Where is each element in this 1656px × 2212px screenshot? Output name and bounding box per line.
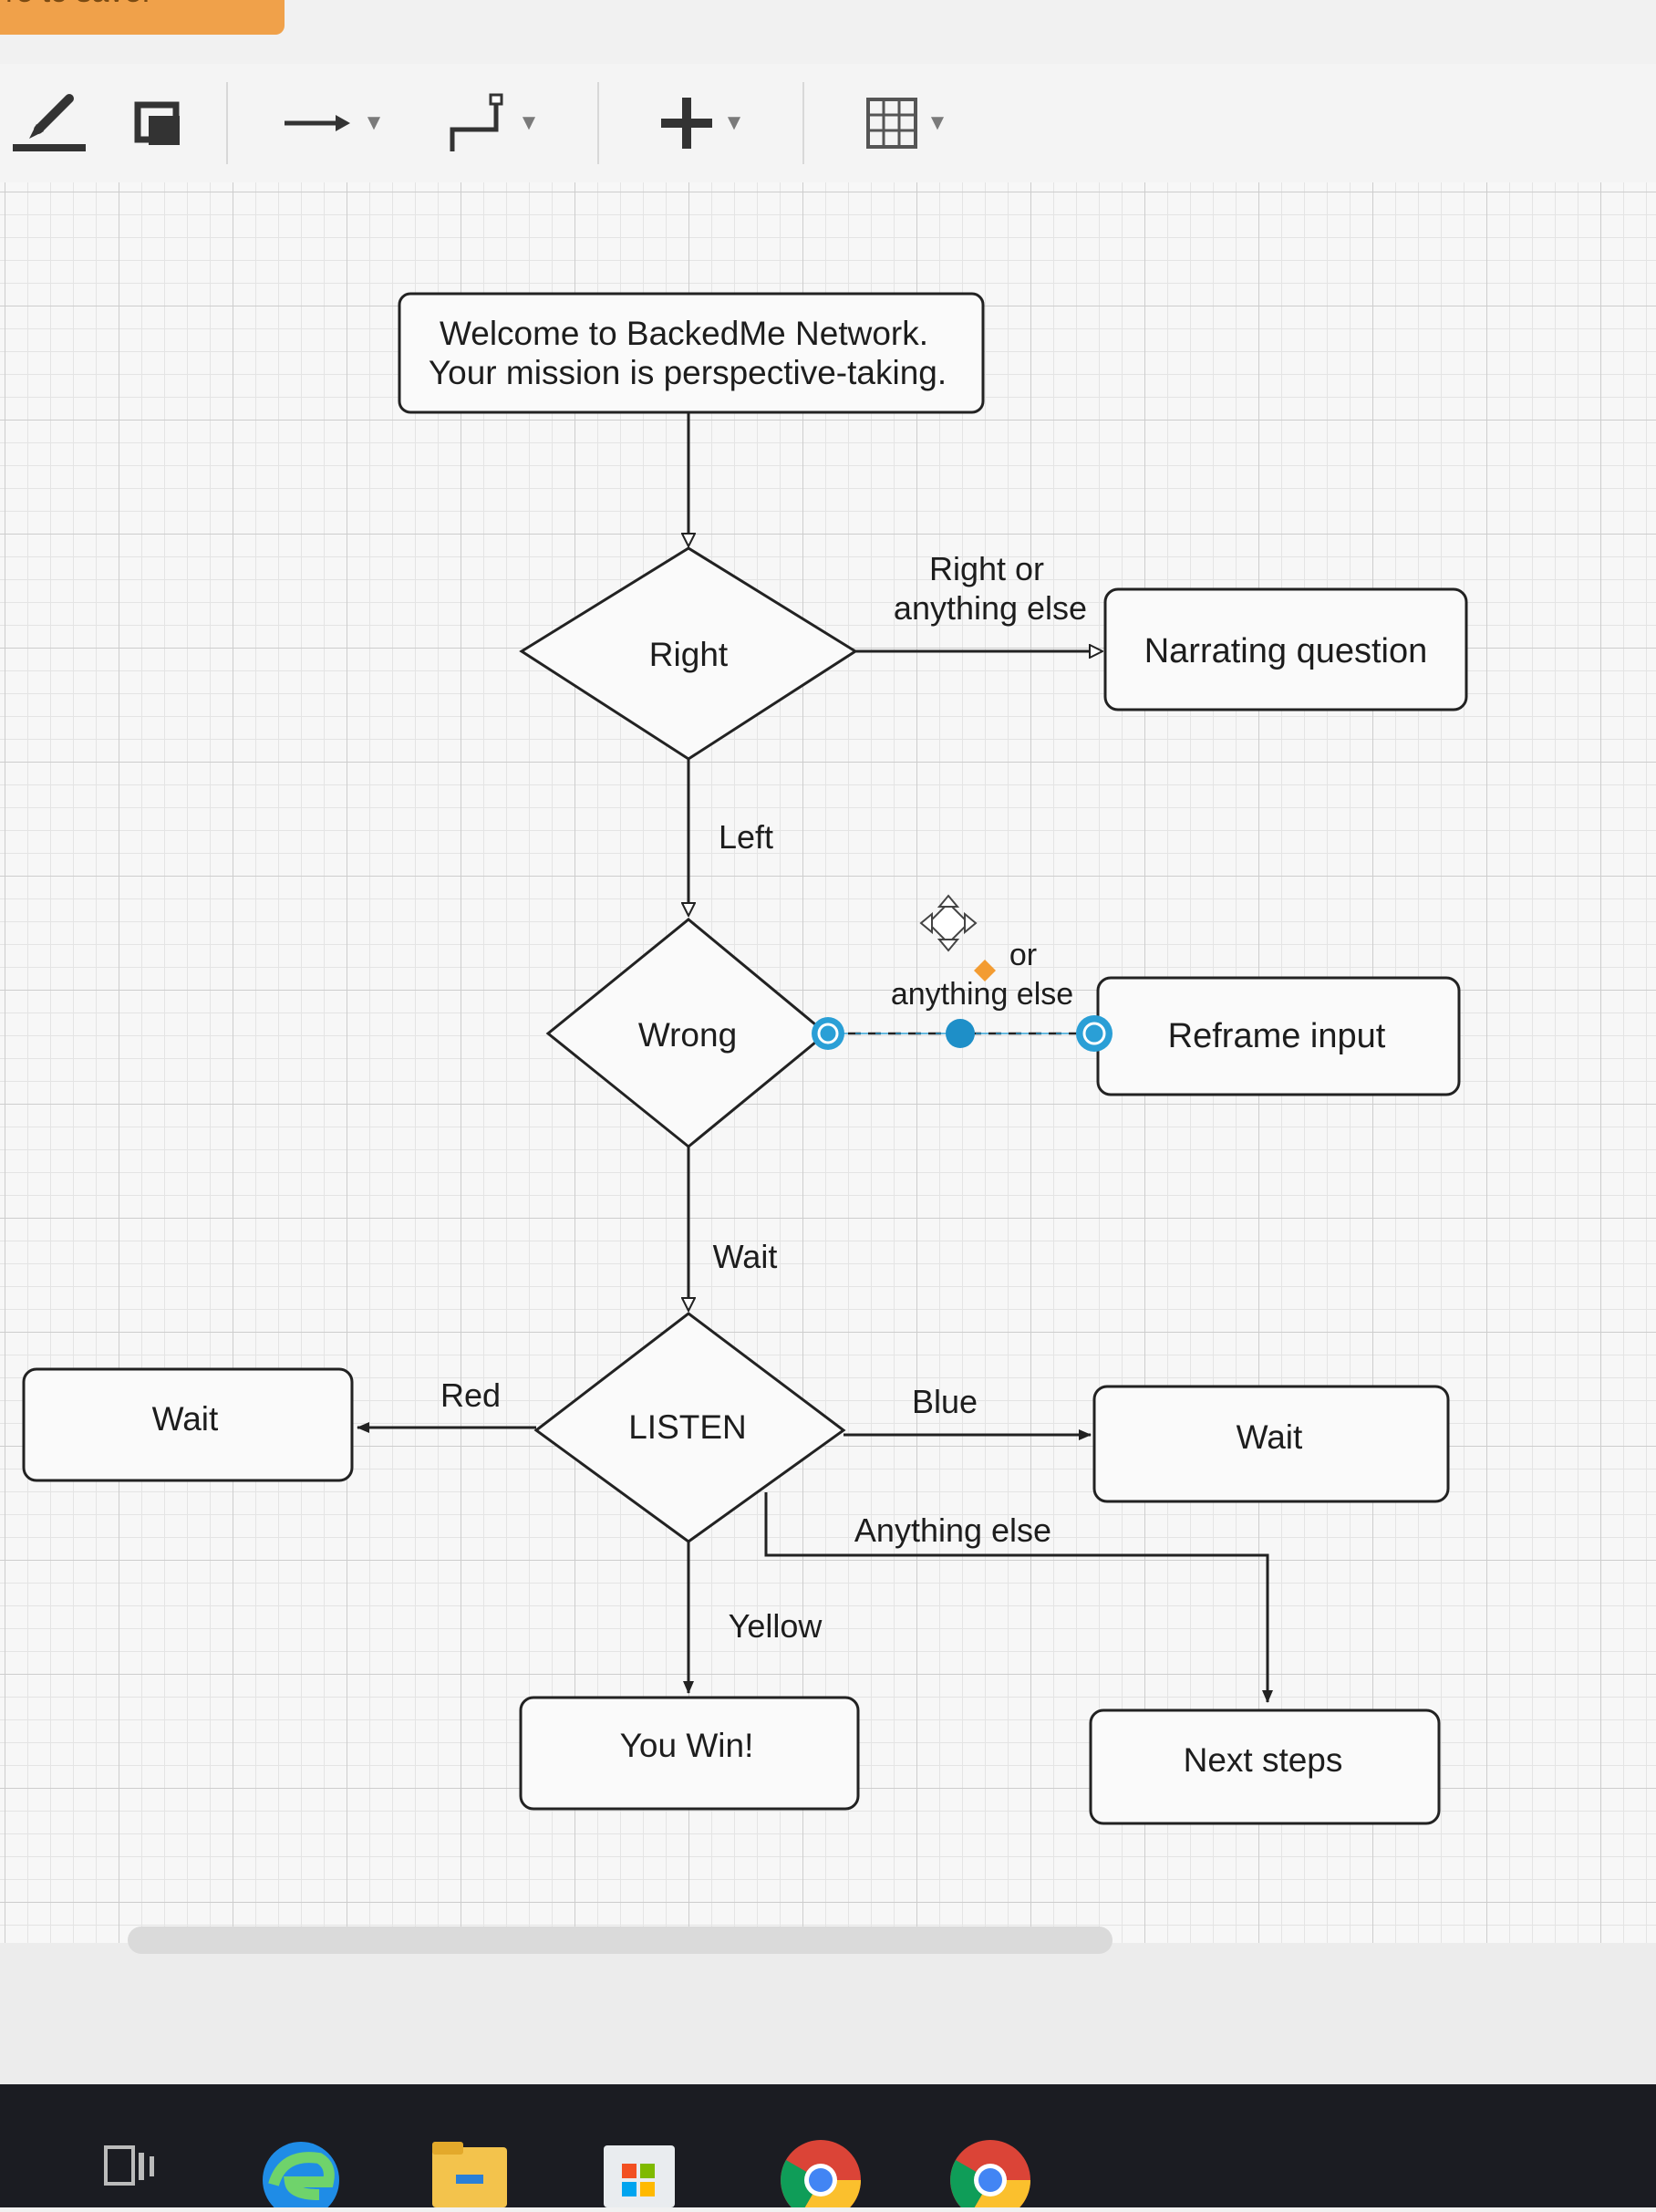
store-icon[interactable] xyxy=(598,2134,680,2212)
toolbar-separator xyxy=(226,82,228,164)
decision-wrong-label: Wrong xyxy=(638,1016,737,1054)
reframe-input-label: Reframe input xyxy=(1168,1017,1386,1055)
next-steps-box[interactable]: Next steps xyxy=(1089,1708,1441,1825)
connector-handle-mid[interactable] xyxy=(946,1019,975,1048)
decision-listen[interactable]: LISTEN xyxy=(533,1312,846,1543)
decision-listen-label: LISTEN xyxy=(628,1408,747,1446)
chrome-icon-2[interactable] xyxy=(945,2134,1036,2212)
connector-listen-to-next-steps[interactable] xyxy=(764,1492,1273,1703)
toolbar: ▼ ▼ ▼ ▼ xyxy=(0,64,1656,183)
move-handle-icon[interactable] xyxy=(919,894,978,952)
edge-label-or: or xyxy=(1009,938,1037,972)
file-explorer-icon[interactable] xyxy=(429,2134,511,2212)
wait-right-box[interactable]: Wait xyxy=(1092,1385,1450,1503)
next-steps-label: Next steps xyxy=(1184,1741,1343,1779)
edge-label-yellow: Yellow xyxy=(729,1607,823,1645)
waypoint-icon[interactable]: ▼ xyxy=(433,82,552,164)
canvas-bottom xyxy=(0,1943,1656,2084)
arrow-icon[interactable]: ▼ xyxy=(274,82,392,164)
wait-right-label: Wait xyxy=(1237,1418,1303,1456)
chrome-icon[interactable] xyxy=(775,2134,866,2212)
decision-right-label: Right xyxy=(649,636,729,673)
you-win-label: You Win! xyxy=(620,1727,754,1764)
edge-label-wait: Wait xyxy=(713,1238,778,1275)
unsaved-changes-banner[interactable]: re to save. xyxy=(0,0,285,35)
edge-label-right-or: Right or xyxy=(929,550,1044,587)
toolbar-separator xyxy=(802,82,804,164)
you-win-box[interactable]: You Win! xyxy=(519,1696,860,1811)
narrating-question-label: Narrating question xyxy=(1144,632,1428,670)
label-anchor-handle[interactable] xyxy=(974,960,996,981)
narrating-question-box[interactable]: Narrating question xyxy=(1103,587,1468,711)
flowchart: Welcome to BackedMe Network. Your missio… xyxy=(22,292,1468,1825)
edge-label-left: Left xyxy=(719,818,773,856)
edge-label-anything-else: anything else xyxy=(894,589,1087,627)
connector-handle-end[interactable] xyxy=(1076,1015,1113,1052)
edge-label-red: Red xyxy=(440,1376,501,1414)
edge-label-blue: Blue xyxy=(912,1383,978,1420)
plus-icon[interactable]: ▼ xyxy=(638,82,766,164)
connector-handle-start[interactable] xyxy=(812,1017,844,1050)
wait-left-box[interactable]: Wait xyxy=(22,1367,354,1482)
edge-label-anything-else-3: Anything else xyxy=(854,1511,1051,1549)
shape-icon[interactable] xyxy=(128,82,191,164)
banner-text: re to save. xyxy=(5,0,150,9)
wait-left-label: Wait xyxy=(152,1400,219,1438)
chevron-down-icon[interactable]: ▼ xyxy=(723,110,745,135)
chevron-down-icon[interactable]: ▼ xyxy=(363,110,385,135)
task-view-icon[interactable] xyxy=(98,2134,162,2203)
pencil-icon[interactable] xyxy=(13,82,86,164)
chevron-down-icon[interactable]: ▼ xyxy=(518,110,540,135)
start-box-line2: Your mission is perspective-taking. xyxy=(429,354,947,391)
horizontal-scrollbar[interactable] xyxy=(128,1926,1113,1954)
table-icon[interactable]: ▼ xyxy=(844,82,971,164)
decision-right[interactable]: Right xyxy=(519,546,858,761)
start-box[interactable]: Welcome to BackedMe Network. Your missio… xyxy=(398,292,985,414)
toolbar-separator xyxy=(597,82,599,164)
edge-label-anything-else-2: anything else xyxy=(891,977,1073,1012)
edge-icon[interactable] xyxy=(255,2134,347,2212)
chevron-down-icon[interactable]: ▼ xyxy=(926,110,948,135)
reframe-input-box[interactable]: Reframe input xyxy=(1096,976,1461,1096)
start-box-line1: Welcome to BackedMe Network. xyxy=(440,315,928,352)
decision-wrong[interactable]: Wrong xyxy=(545,918,829,1148)
